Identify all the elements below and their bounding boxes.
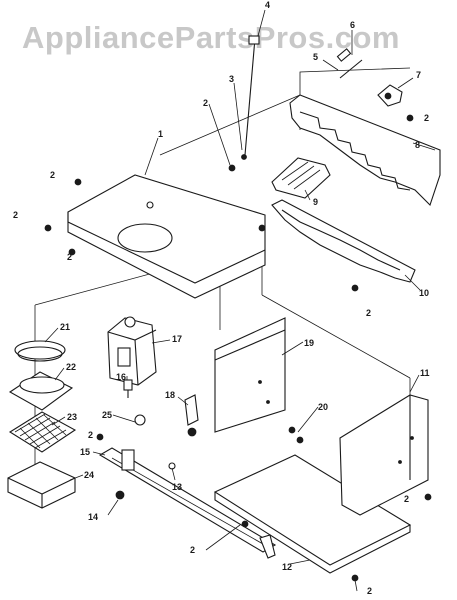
callout-17: 17 [172, 334, 182, 344]
callout-18: 18 [165, 390, 175, 400]
callout-22: 22 [66, 362, 76, 372]
callout-12: 12 [282, 562, 292, 572]
callout-13: 13 [172, 482, 182, 492]
sensor-probe [241, 35, 260, 160]
flame-spreader [271, 157, 331, 199]
callout-15: 15 [80, 447, 90, 457]
callout-20: 20 [318, 402, 328, 412]
right-panel [339, 394, 429, 516]
gas-tube [109, 414, 146, 458]
callout-2c: 2 [203, 98, 208, 108]
rear-bracket [289, 94, 441, 207]
callout-2e: 2 [366, 308, 371, 318]
callout-10: 10 [419, 288, 429, 298]
callout-16: 16 [116, 372, 126, 382]
callout-6: 6 [350, 20, 355, 30]
callout-11: 11 [420, 368, 430, 378]
callout-24: 24 [84, 470, 94, 480]
callout-labels: 1 2 2 2 2 2 2 2 2 2 2 3 4 5 6 7 8 9 10 1… [13, 0, 430, 596]
callout-4: 4 [265, 0, 270, 10]
bottom-pan [213, 454, 412, 574]
callout-25: 25 [102, 410, 112, 420]
callout-21: 21 [60, 322, 70, 332]
callout-leaders [44, 9, 436, 592]
callout-3: 3 [229, 74, 234, 84]
support-bracket [184, 394, 199, 437]
callout-23: 23 [67, 412, 77, 422]
callout-2b: 2 [13, 210, 18, 220]
orifice-fitting [123, 379, 133, 398]
igniter-assembly [336, 48, 403, 107]
heat-shield-strip [271, 199, 416, 283]
screws [44, 114, 432, 582]
side-panel [214, 317, 286, 433]
callout-1: 1 [158, 129, 163, 139]
manifold-rail [98, 447, 277, 559]
callout-2j: 2 [67, 252, 72, 262]
callout-2d: 2 [424, 113, 429, 123]
callout-8: 8 [415, 140, 420, 150]
gas-valve [107, 316, 157, 386]
callout-19: 19 [304, 338, 314, 348]
callout-2i: 2 [367, 586, 372, 596]
callout-2g: 2 [404, 494, 409, 504]
callout-7: 7 [416, 70, 421, 80]
burner-parts [7, 340, 77, 509]
callout-14: 14 [88, 512, 98, 522]
top-panel [67, 174, 266, 299]
callout-2a: 2 [50, 170, 55, 180]
callout-9: 9 [313, 197, 318, 207]
callout-2h: 2 [190, 545, 195, 555]
callout-5: 5 [313, 52, 318, 62]
callout-2f: 2 [88, 430, 93, 440]
